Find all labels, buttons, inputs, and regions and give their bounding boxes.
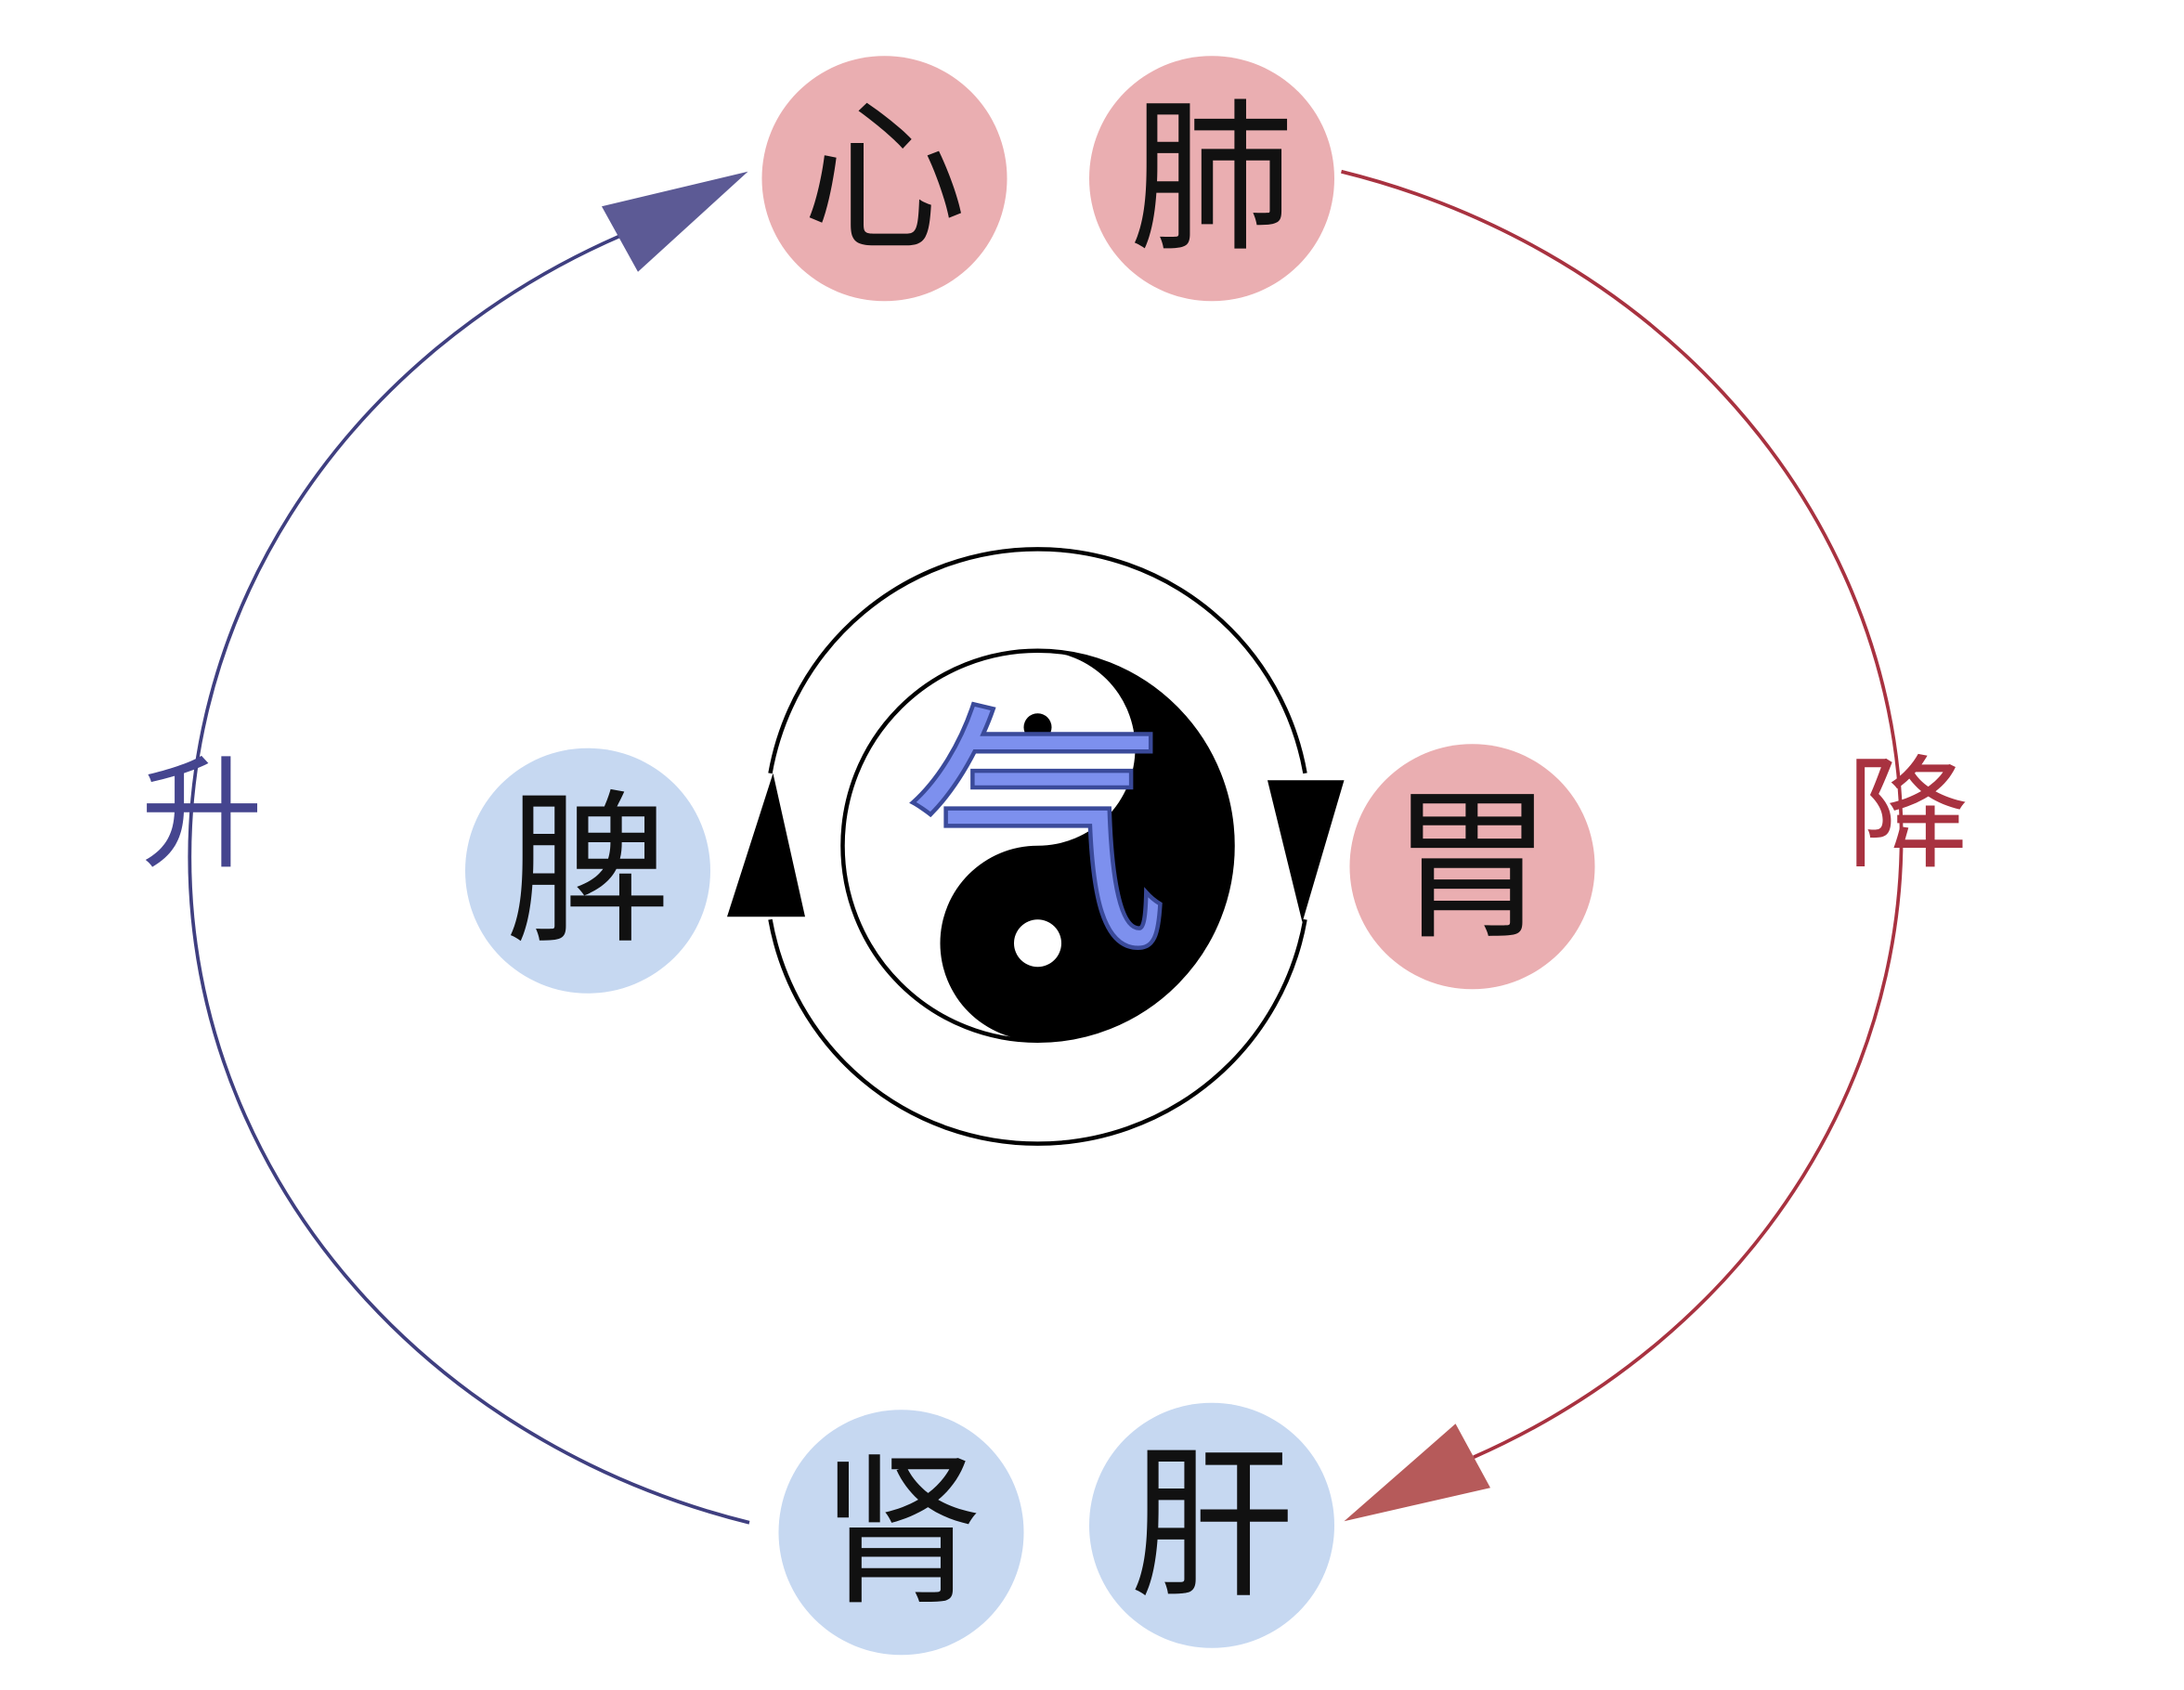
organ-heart-label: 心 bbox=[802, 83, 967, 274]
ascend-arrow-head bbox=[602, 171, 748, 272]
taiji-icon bbox=[840, 648, 1235, 1043]
descend-label: 降 bbox=[1847, 744, 1970, 887]
organ-spleen-label: 脾 bbox=[505, 775, 670, 967]
organ-lung: 肺 bbox=[1089, 56, 1334, 302]
qi-center-label: 气 bbox=[905, 682, 1170, 990]
organ-heart: 心 bbox=[761, 56, 1008, 302]
organ-kidney: 肾 bbox=[778, 1410, 1024, 1656]
inner-ring-bottom bbox=[768, 918, 1307, 1146]
organ-liver-label: 肝 bbox=[1129, 1430, 1294, 1621]
organ-spleen: 脾 bbox=[465, 748, 710, 994]
organ-stomach: 胃 bbox=[1349, 744, 1595, 990]
descend-arrow-head bbox=[1344, 1424, 1490, 1522]
descend-arc bbox=[1341, 169, 1904, 1459]
inner-ring-top bbox=[768, 547, 1307, 774]
organ-liver: 肝 bbox=[1089, 1402, 1334, 1648]
organ-kidney-label: 肾 bbox=[819, 1436, 983, 1628]
ascend-label: 升 bbox=[141, 744, 264, 887]
organ-stomach-label: 胃 bbox=[1390, 771, 1554, 962]
inner-arrow-left bbox=[727, 773, 805, 917]
inner-arrow-right bbox=[1268, 780, 1345, 923]
organ-lung-label: 肺 bbox=[1129, 83, 1294, 274]
ascend-arc bbox=[188, 232, 750, 1525]
